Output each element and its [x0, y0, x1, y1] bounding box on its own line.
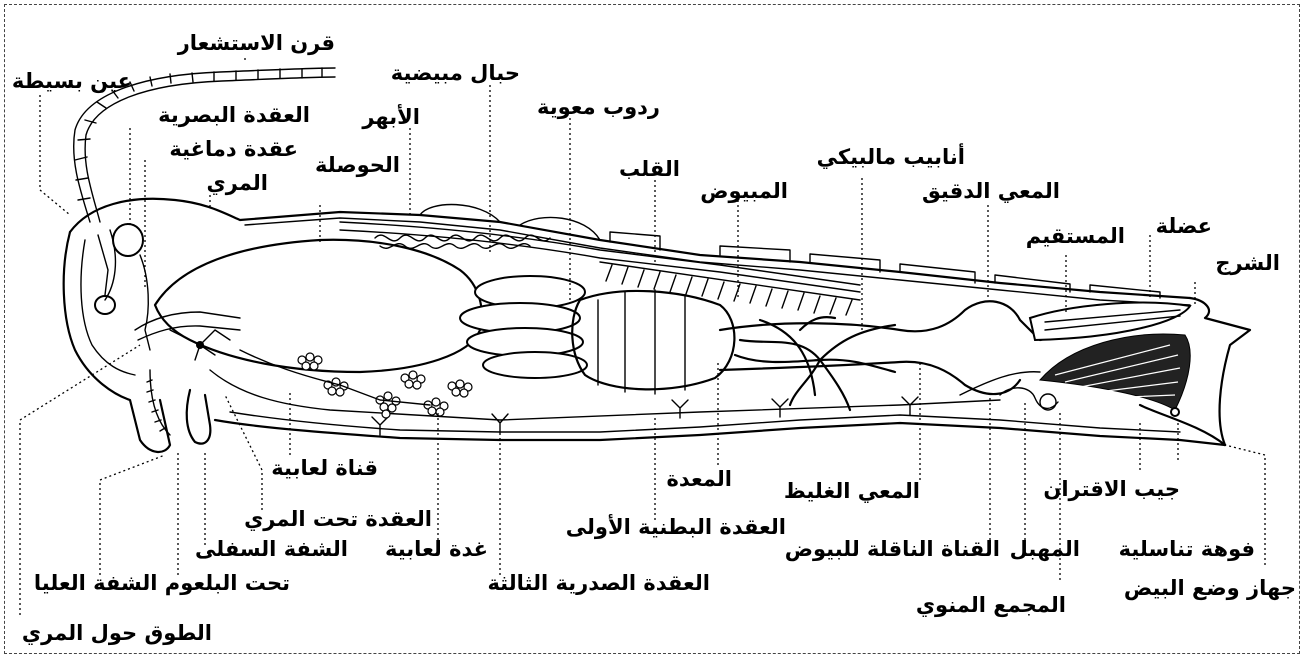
label-malpighian-tubules: أنابيب مالبيكي [817, 142, 965, 169]
head-organs [94, 223, 241, 361]
label-crop: الحوصلة [315, 153, 400, 177]
label-anus: الشرج [1215, 251, 1280, 276]
malpighian-tubules-shape [733, 316, 897, 412]
body-outline [62, 197, 1252, 453]
label-copulatory-pouch: جيب الاقتران [1043, 477, 1180, 501]
reproductive-organs [959, 333, 1227, 447]
gastric-caeca-shape [459, 275, 588, 379]
label-muscle: عضلة [1156, 214, 1212, 238]
label-aorta: الأبهر [361, 103, 420, 129]
label-heart: القلب [619, 157, 680, 181]
label-rectum: المستقيم [1026, 224, 1125, 248]
text-labels: قرن الاستشعار عين بسيطة العقدة البصرية ع… [12, 31, 1296, 646]
label-genital-opening: فوهة تناسلية [1119, 537, 1255, 561]
label-esophagus: المري [207, 171, 268, 196]
label-antenna: قرن الاستشعار [177, 31, 335, 55]
label-simple-eye: عين بسيطة [12, 69, 132, 93]
label-hypopharynx-upper-lip: تحت البلعوم الشفة العليا [34, 571, 290, 595]
label-circumesophageal-collar: الطوق حول المري [22, 621, 212, 646]
label-small-intestine: المعي الدقيق [922, 179, 1060, 203]
label-oviduct: القناة الناقلة للبيوض [785, 537, 1000, 561]
label-optic-ganglion: العقدة البصرية [158, 103, 310, 127]
label-seminal-receptacle: المجمع المنوي [916, 593, 1066, 618]
label-gastric-caeca: ردوب معوية [537, 95, 660, 119]
label-vagina: المهبل [1010, 537, 1080, 561]
dashed-frame [4, 4, 1300, 654]
label-ovaries: المبيوض [700, 179, 788, 203]
digestive-tract [153, 238, 1192, 396]
label-ovipositor: جهاز وضع البيض [1124, 576, 1296, 600]
label-ovarioles: حبال مبيضية [391, 61, 520, 85]
label-brain-ganglion: عقدة دماغية [169, 137, 298, 161]
label-third-thoracic-ganglion: العقدة الصدرية الثالثة [487, 571, 710, 595]
antenna-shape [72, 67, 336, 223]
label-large-intestine: المعي الغليظ [784, 479, 920, 503]
label-stomach: المعدة [666, 467, 732, 491]
label-subesophageal-ganglion: العقدة تحت المري [244, 507, 432, 532]
leader-lines [19, 55, 1266, 615]
circulatory-and-ovary [339, 221, 861, 316]
label-salivary-gland: غدة لعابية [385, 537, 488, 561]
label-salivary-duct: قناة لعابية [271, 456, 378, 480]
nerve-cord-and-salivary [209, 349, 1001, 436]
label-lower-lip: الشفة السفلى [195, 537, 348, 561]
label-first-abdominal-ganglion: العقدة البطنية الأولى [566, 513, 786, 539]
